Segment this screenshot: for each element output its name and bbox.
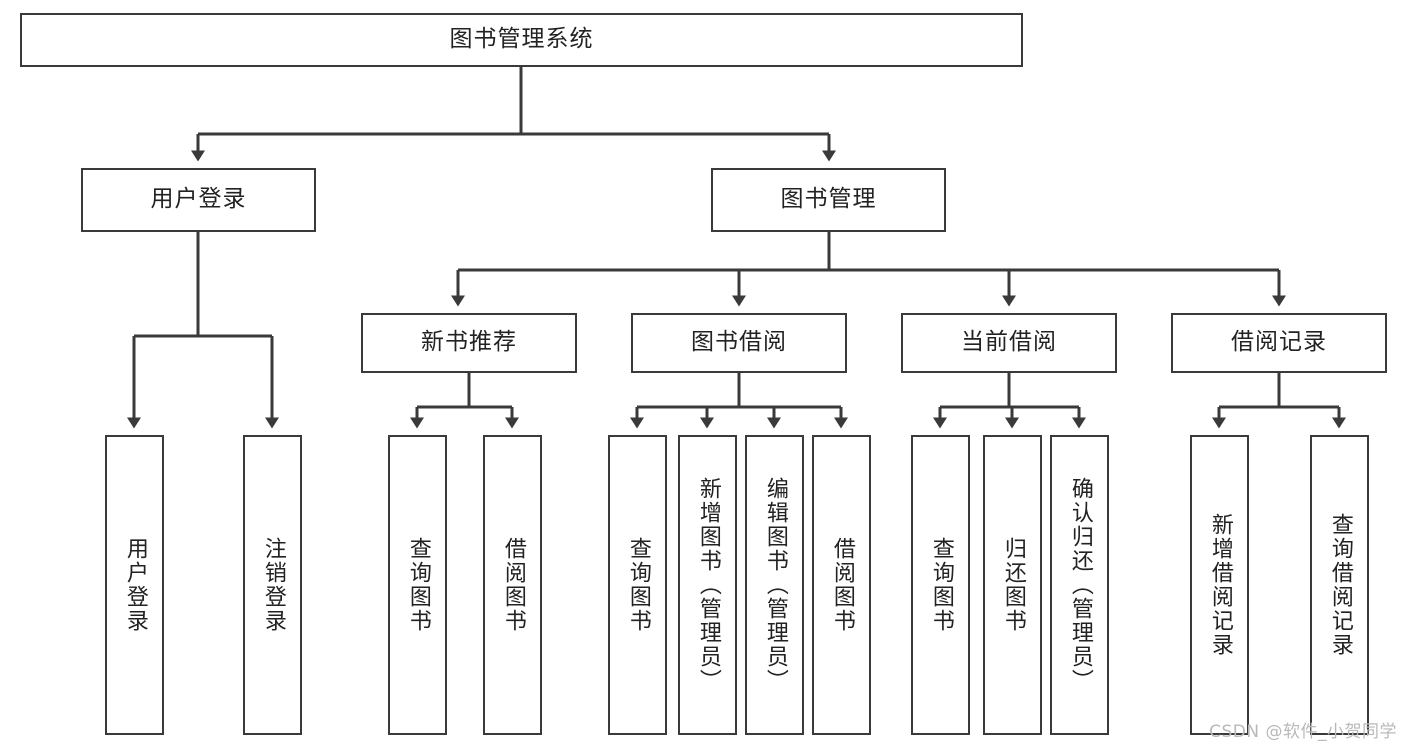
leaf-logout-label: 注销登录 [260,537,286,633]
node-book-management[interactable]: 图书管理 [711,168,946,232]
node-user-login[interactable]: 用户登录 [81,168,316,232]
leaf-borrow-book-new[interactable]: 借阅图书 [483,435,542,735]
node-current-borrow[interactable]: 当前借阅 [901,313,1117,373]
leaf-add-book-admin[interactable]: 新增图书（管理员） [678,435,737,735]
leaf-edit-book-admin-label: 编辑图书（管理员） [762,477,788,693]
leaf-borrow-book[interactable]: 借阅图书 [812,435,871,735]
leaf-query-borrow-record-label: 查询借阅记录 [1327,513,1353,657]
node-current-borrow-label: 当前借阅 [961,329,1057,356]
watermark: CSDN @软件_小贺同学 [1209,722,1397,742]
leaf-query-book-current-label: 查询图书 [928,537,954,633]
node-root-label: 图书管理系统 [449,26,594,53]
node-book-borrow-label: 图书借阅 [691,329,787,356]
leaf-return-book-label: 归还图书 [1000,537,1026,633]
leaf-edit-book-admin[interactable]: 编辑图书（管理员） [745,435,804,735]
leaf-confirm-return-admin-label: 确认归还（管理员） [1067,477,1093,693]
leaf-borrow-book-new-label: 借阅图书 [500,537,526,633]
leaf-add-borrow-record-label: 新增借阅记录 [1207,513,1233,657]
leaf-query-book-new-label: 查询图书 [405,537,431,633]
leaf-user-login[interactable]: 用户登录 [105,435,164,735]
node-user-login-label: 用户登录 [150,186,247,213]
node-new-book-recommend-label: 新书推荐 [421,329,517,356]
leaf-query-book-borrow-label: 查询图书 [625,537,651,633]
leaf-return-book[interactable]: 归还图书 [983,435,1042,735]
node-book-borrow[interactable]: 图书借阅 [631,313,847,373]
leaf-user-login-label: 用户登录 [122,537,148,633]
leaf-add-borrow-record[interactable]: 新增借阅记录 [1190,435,1249,735]
leaf-query-book-current[interactable]: 查询图书 [911,435,970,735]
node-root[interactable]: 图书管理系统 [20,13,1023,67]
leaf-add-book-admin-label: 新增图书（管理员） [695,477,721,693]
leaf-query-book-new[interactable]: 查询图书 [388,435,447,735]
node-borrow-record-label: 借阅记录 [1231,329,1327,356]
leaf-confirm-return-admin[interactable]: 确认归还（管理员） [1050,435,1109,735]
node-borrow-record[interactable]: 借阅记录 [1171,313,1387,373]
leaf-query-book-borrow[interactable]: 查询图书 [608,435,667,735]
node-book-management-label: 图书管理 [780,186,877,213]
leaf-logout[interactable]: 注销登录 [243,435,302,735]
leaf-query-borrow-record[interactable]: 查询借阅记录 [1310,435,1369,735]
leaf-borrow-book-label: 借阅图书 [829,537,855,633]
node-new-book-recommend[interactable]: 新书推荐 [361,313,577,373]
